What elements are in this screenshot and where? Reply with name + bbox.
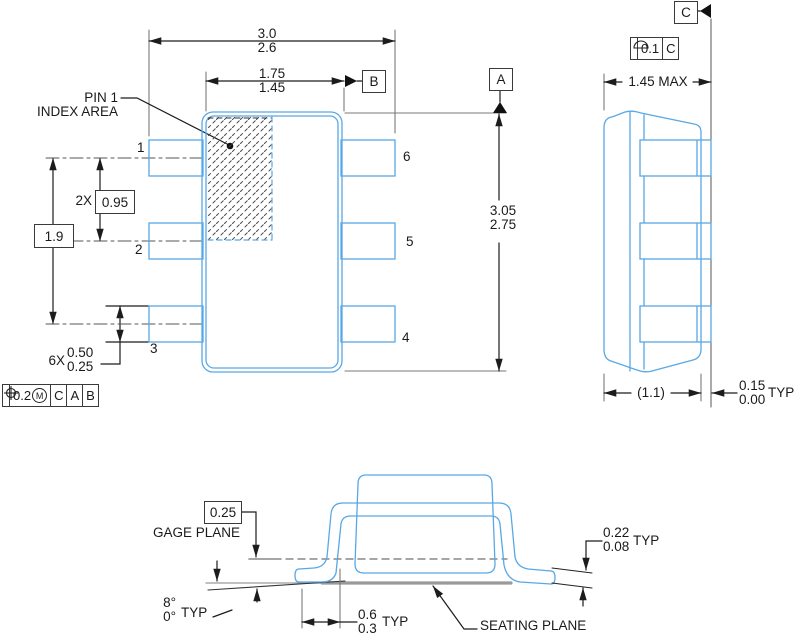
datum-c-triangle-icon bbox=[700, 4, 711, 18]
datum-b-box: B bbox=[362, 70, 386, 93]
fcf-position-datum3: B bbox=[86, 388, 95, 403]
detail-view bbox=[205, 474, 603, 630]
body-outline-inner bbox=[205, 115, 339, 369]
pin-3-pad bbox=[148, 305, 204, 343]
lead-right-heel bbox=[550, 570, 556, 585]
lead-angle-suffix: TYP bbox=[181, 605, 208, 620]
detail-dimension-lines bbox=[212, 511, 603, 630]
dim-lead-width-prefix: 6X bbox=[48, 353, 65, 368]
top-view-body bbox=[148, 111, 396, 373]
fcf-position-datum2: A bbox=[67, 385, 84, 406]
pin-4-pad bbox=[340, 305, 396, 343]
dim-foot-length-suffix: TYP bbox=[382, 614, 409, 629]
lead-thickness-extension-lines bbox=[551, 567, 593, 589]
pin-number-4: 4 bbox=[402, 330, 410, 345]
datum-a-triangle-icon bbox=[493, 102, 507, 113]
dim-pin-span-box: 1.9 bbox=[34, 224, 74, 248]
dim-pitch-box: 0.95 bbox=[95, 190, 135, 214]
lead-upper-surface bbox=[298, 502, 552, 572]
datum-triangles bbox=[345, 75, 507, 113]
pin-number-2: 2 bbox=[135, 242, 143, 257]
pin-number-3: 3 bbox=[150, 341, 158, 356]
seating-plane-label: SEATING PLANE bbox=[480, 618, 587, 633]
datum-a-box: A bbox=[489, 68, 513, 91]
datum-b-triangle-icon bbox=[345, 75, 357, 87]
detail-extension-lines bbox=[301, 568, 341, 629]
profile-of-surface-icon bbox=[631, 38, 649, 59]
dim-body-thickness: (1.1) bbox=[637, 385, 665, 400]
side-view bbox=[603, 4, 738, 408]
gage-plane-label: GAGE PLANE bbox=[152, 525, 240, 540]
side-view-body bbox=[603, 110, 712, 373]
pin-number-5: 5 bbox=[406, 234, 414, 249]
detail-body-outline bbox=[354, 474, 496, 574]
fcf-position-datum1: C bbox=[51, 385, 68, 406]
lead-angle: 8°0° bbox=[163, 595, 176, 624]
datum-c-box: C bbox=[674, 1, 698, 24]
dim-lead-tip-suffix: TYP bbox=[768, 385, 795, 400]
pin1-hatch-area bbox=[207, 116, 273, 241]
side-lead-1 bbox=[639, 139, 712, 177]
pin-2-pad bbox=[148, 222, 204, 260]
pin-5-pad bbox=[340, 222, 396, 260]
pin-number-6: 6 bbox=[403, 149, 411, 164]
lead-lower-surface bbox=[298, 515, 552, 585]
pin-6-pad bbox=[340, 139, 396, 177]
pin-number-1: 1 bbox=[137, 140, 145, 155]
pin-1-pad bbox=[148, 139, 204, 177]
pin1-leader-line bbox=[120, 97, 230, 146]
dim-lead-thickness-suffix: TYP bbox=[633, 533, 660, 548]
side-lead-2 bbox=[639, 222, 712, 260]
dim-pitch-prefix: 2X bbox=[75, 193, 92, 208]
dim-height: 1.45 MAX bbox=[628, 74, 688, 89]
fcf-profile: 0.1 C bbox=[630, 37, 680, 60]
pin1-label-line1: PIN 1 bbox=[84, 90, 118, 105]
mmc-modifier-icon: M bbox=[32, 388, 48, 403]
pin1-label-line2: INDEX AREA bbox=[36, 104, 118, 119]
side-view-dimension-lines bbox=[603, 78, 738, 397]
side-lead-3 bbox=[639, 305, 712, 343]
detail-lead-profile bbox=[294, 474, 556, 585]
gage-offset-box: 0.25 bbox=[204, 501, 242, 524]
body-outline-outer bbox=[201, 111, 343, 373]
side-body-outline bbox=[603, 110, 702, 373]
lead-left-heel bbox=[294, 568, 300, 583]
fcf-profile-datum: C bbox=[666, 41, 676, 56]
position-tolerance-icon bbox=[3, 385, 18, 406]
fcf-profile-tolerance: 0.1 bbox=[638, 38, 664, 59]
